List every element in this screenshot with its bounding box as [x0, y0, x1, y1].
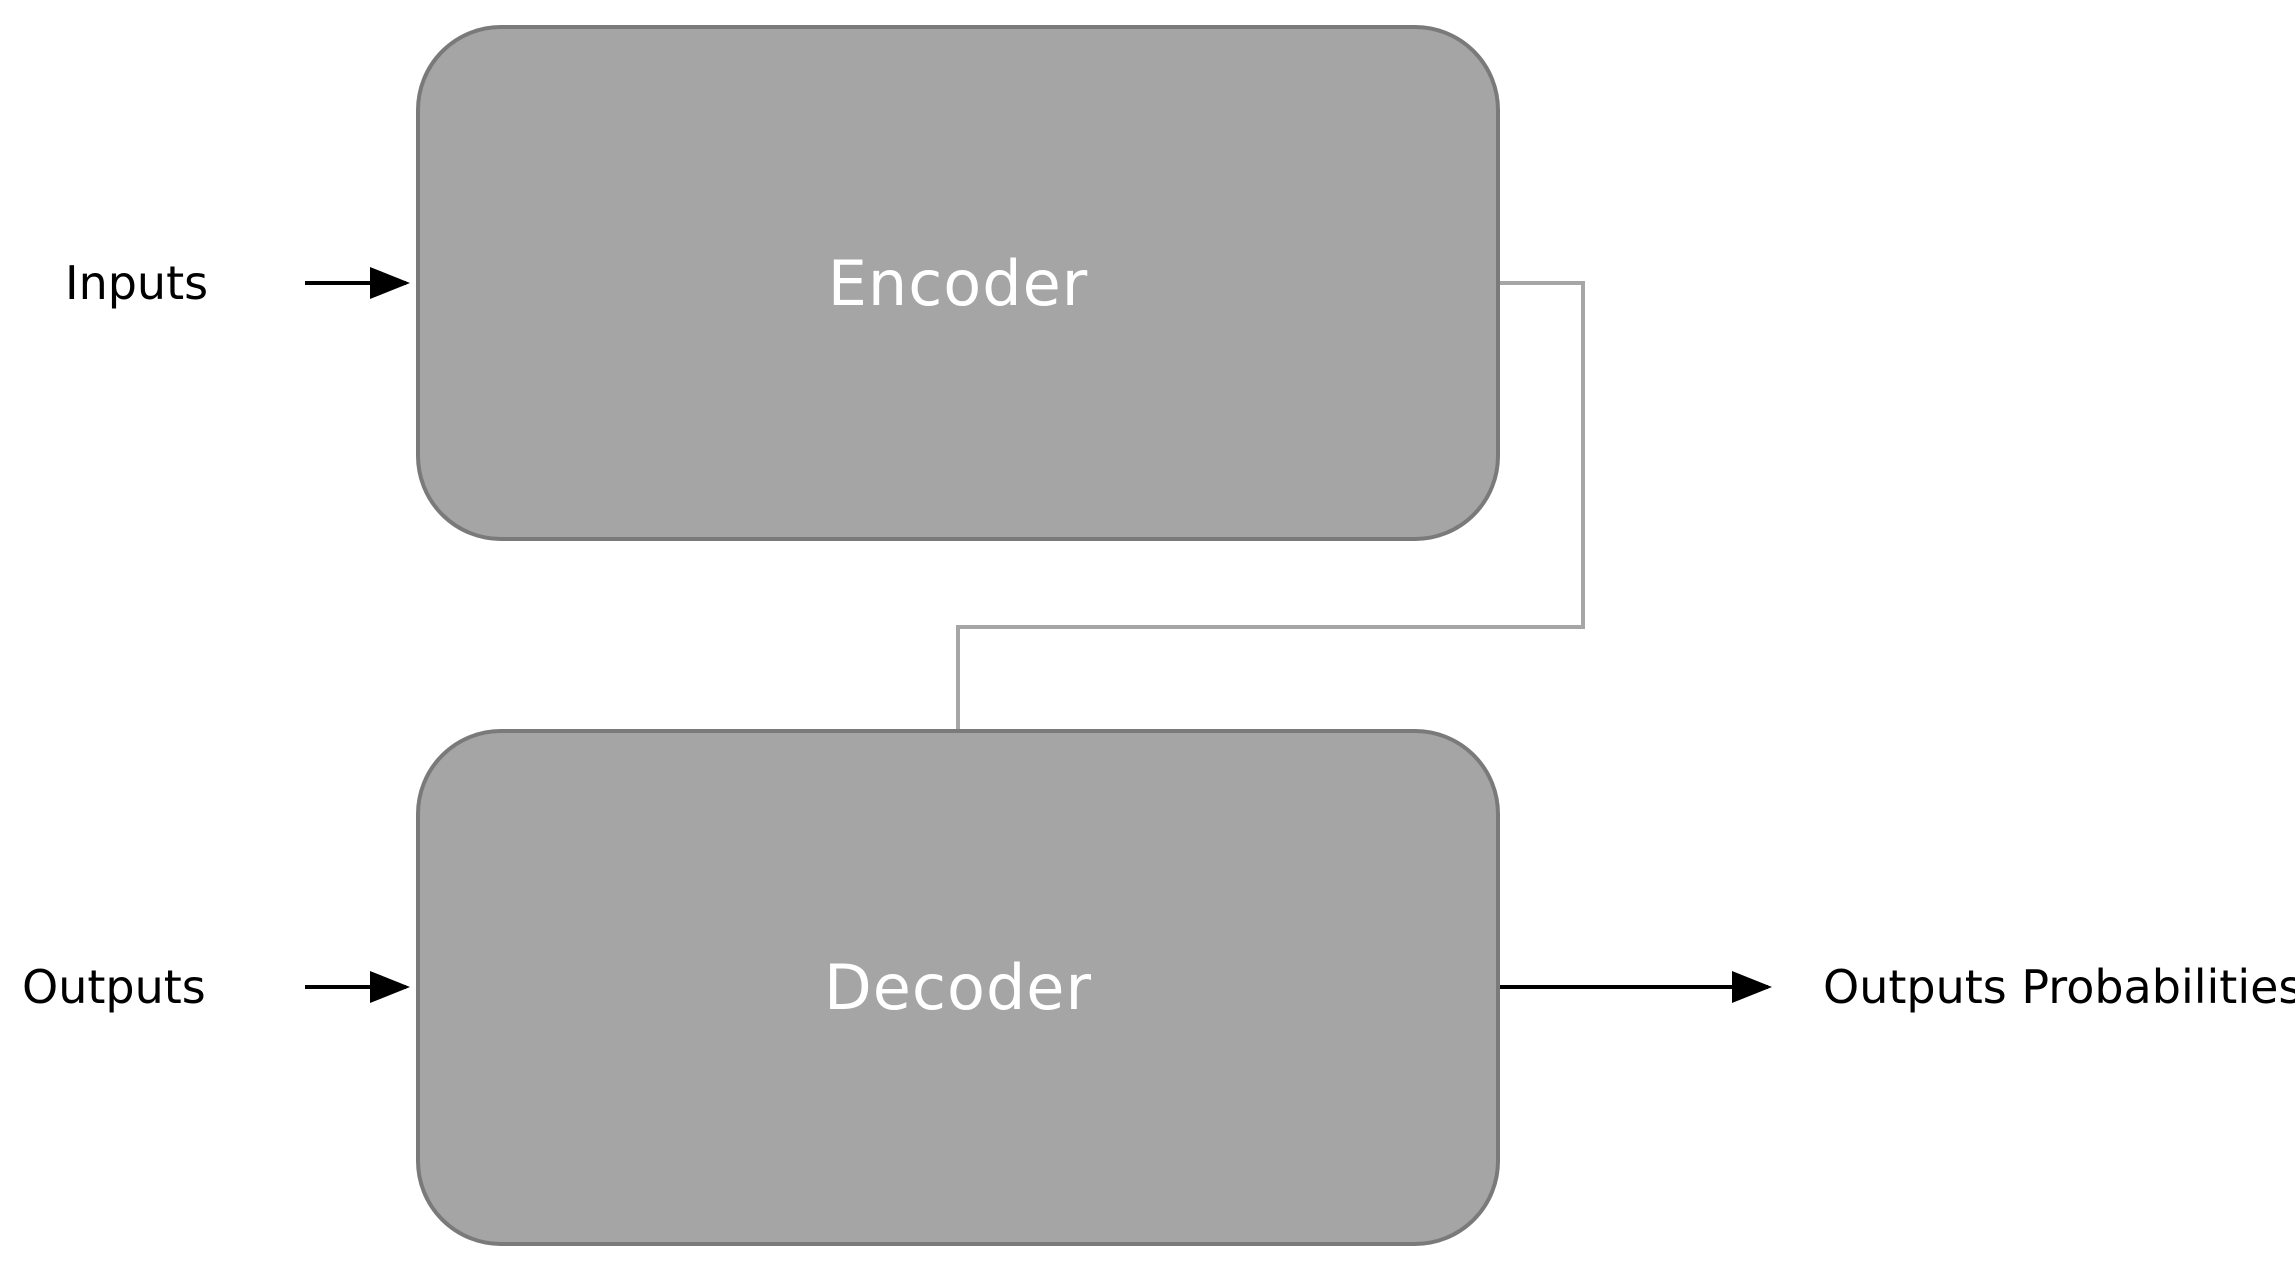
inputs-label: Inputs [65, 256, 209, 310]
decoder-block: Decoder [416, 729, 1500, 1246]
output-probabilities-label: Outputs Probabilities [1823, 960, 2295, 1014]
decoder-label: Decoder [824, 951, 1092, 1024]
encoder-to-decoder-connector [956, 281, 1585, 729]
outputs-label: Outputs [22, 960, 206, 1014]
encoder-label: Encoder [827, 246, 1089, 320]
encoder-block: Encoder [416, 25, 1500, 541]
